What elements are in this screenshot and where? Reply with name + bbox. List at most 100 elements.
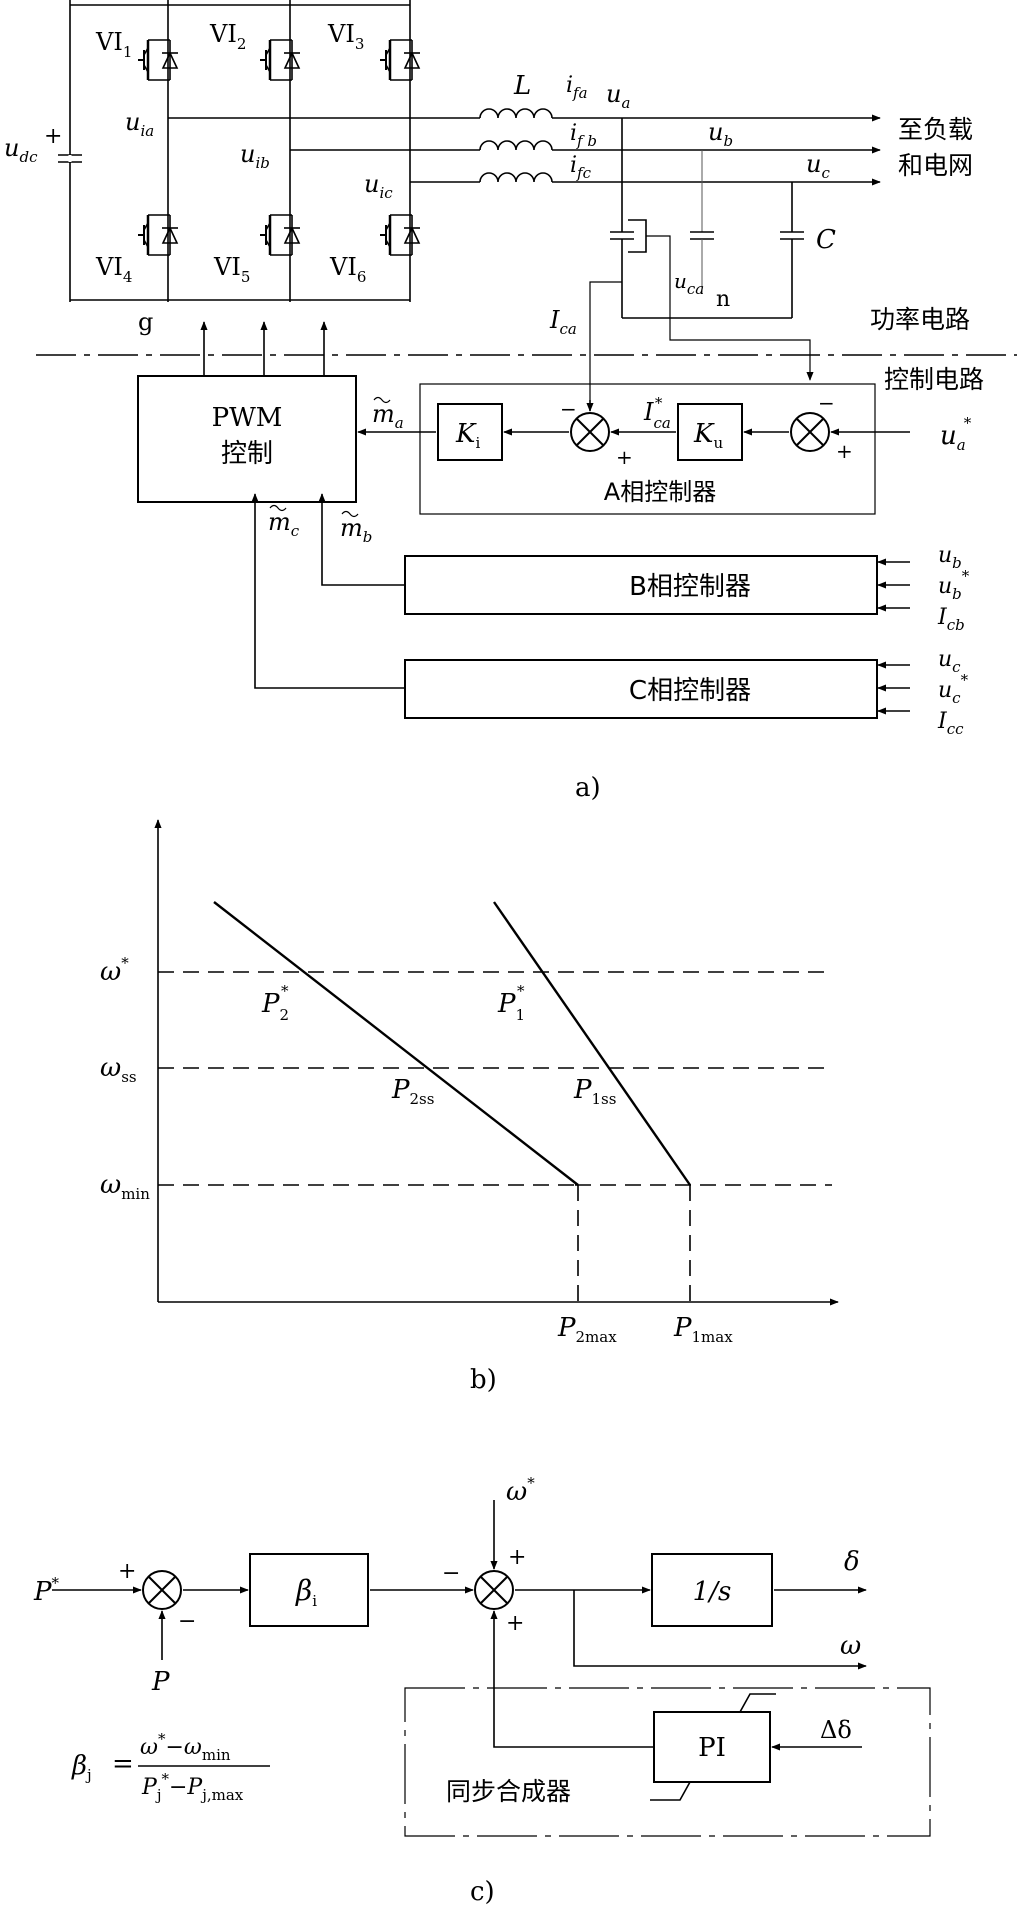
switch-vi2 xyxy=(258,38,302,82)
svg-text:ω: ω xyxy=(840,1631,861,1661)
phase-c-controller: C相控制器 mc uc uc* Icc xyxy=(251,493,969,738)
svg-text:VI1: VI1 xyxy=(95,28,132,61)
svg-text:βj: βj xyxy=(71,1751,92,1784)
switch-vi5 xyxy=(258,213,302,257)
ma-tilde xyxy=(373,396,391,404)
svg-text:uc*: uc* xyxy=(938,671,969,707)
svg-text:P*: P* xyxy=(33,1574,60,1607)
svg-text:n: n xyxy=(716,287,730,312)
svg-text:δ: δ xyxy=(844,1547,860,1577)
svg-text:−: − xyxy=(442,1561,460,1586)
svg-text:A相控制器: A相控制器 xyxy=(604,478,716,506)
droop-chart: ω* ωss ωmin P2max P1max P2* P1* P2ss P1s… xyxy=(100,819,839,1346)
svg-text:B相控制器: B相控制器 xyxy=(629,572,751,602)
load-label-1: 至负载 xyxy=(898,115,973,144)
svg-text:Ica*: Ica* xyxy=(643,394,671,432)
svg-text:+: + xyxy=(44,124,62,149)
inverter-bridge xyxy=(58,0,411,302)
control-block-diagram: P* + − P βi ω* − + + 1/s δ ω PI Δδ 同步合成器… xyxy=(33,1474,931,1837)
svg-text:Icb: Icb xyxy=(937,605,965,634)
svg-text:ua*: ua* xyxy=(940,414,972,454)
svg-text:ifc: ifc xyxy=(570,153,592,182)
svg-text:+: + xyxy=(616,445,633,469)
svg-text:Δδ: Δδ xyxy=(820,1716,852,1744)
svg-text:−: − xyxy=(818,391,835,415)
phase-wires xyxy=(168,108,881,186)
phase-a-controller: Ki Ku − + − + Ica* ua* A相控制器 xyxy=(357,383,972,515)
svg-text:ω*−ωmin: ω*−ωmin xyxy=(140,1730,231,1764)
svg-text:Pj*−Pj,max: Pj*−Pj,max xyxy=(141,1770,244,1804)
svg-text:PWM: PWM xyxy=(212,403,283,433)
ma-label: ma xyxy=(372,400,404,432)
svg-text:C相控制器: C相控制器 xyxy=(629,676,751,706)
switch-vi4 xyxy=(136,213,180,257)
label-p2-ref: P2* xyxy=(261,982,289,1024)
svg-text:P: P xyxy=(151,1667,170,1697)
y-tick-omega-ref: ω* xyxy=(100,954,129,987)
switch-vi1 xyxy=(136,38,180,82)
svg-text:Ki: Ki xyxy=(455,419,480,452)
svg-text:PI: PI xyxy=(698,1733,726,1763)
svg-text:VI5: VI5 xyxy=(213,253,250,286)
sum-frequency xyxy=(474,1570,514,1610)
svg-text:VI6: VI6 xyxy=(329,253,366,286)
svg-text:ua: ua xyxy=(606,80,630,112)
sum-voltage xyxy=(790,412,830,452)
x-tick-p1max: P1max xyxy=(673,1313,733,1346)
svg-text:βi: βi xyxy=(295,1574,317,1610)
figure-label-a: a) xyxy=(575,773,601,803)
svg-text:udc: udc xyxy=(4,134,38,166)
gate-signals xyxy=(200,321,328,376)
svg-text:ω*: ω* xyxy=(506,1474,535,1507)
svg-text:mc: mc xyxy=(268,508,300,540)
svg-text:if b: if b xyxy=(570,121,597,150)
svg-text:uia: uia xyxy=(125,108,154,140)
y-tick-omega-ss: ωss xyxy=(100,1053,137,1086)
svg-text:VI3: VI3 xyxy=(327,20,364,53)
pwm-control-block: PWM 控制 xyxy=(137,375,357,503)
svg-text:ifa: ifa xyxy=(566,73,588,102)
switch-vi3 xyxy=(378,38,422,82)
svg-text:g: g xyxy=(138,308,153,336)
svg-text:uc: uc xyxy=(806,150,830,182)
svg-text:mb: mb xyxy=(340,514,372,546)
svg-text:uib: uib xyxy=(240,140,270,172)
svg-text:uc: uc xyxy=(938,647,961,676)
svg-text:VI4: VI4 xyxy=(95,253,132,286)
svg-text:−: − xyxy=(560,397,577,421)
filter-capacitors xyxy=(589,118,814,400)
svg-text:+: + xyxy=(506,1611,524,1636)
svg-text:+: + xyxy=(836,439,853,463)
svg-text:C: C xyxy=(816,225,836,255)
phase-labels: uia uib uic L ifa if b ifc ua ub uc 至负载 … xyxy=(125,71,973,202)
droop-line-1 xyxy=(493,901,691,1186)
svg-text:Icc: Icc xyxy=(937,709,964,738)
svg-text:功率电路: 功率电路 xyxy=(870,305,970,334)
svg-text:控制: 控制 xyxy=(221,439,273,469)
label-p2ss: P2ss xyxy=(391,1075,434,1108)
switch-labels: VI1 VI2 VI3 VI4 VI5 VI6 xyxy=(95,20,366,286)
svg-text:同步合成器: 同步合成器 xyxy=(446,1777,571,1806)
svg-text:Ica: Ica xyxy=(549,306,577,338)
svg-text:uca: uca xyxy=(674,269,704,298)
x-tick-p2max: P2max xyxy=(557,1313,617,1346)
phase-b-controller: B相控制器 mb ub ub* Icb xyxy=(318,493,970,634)
svg-text:ub*: ub* xyxy=(938,567,970,603)
svg-text:VI2: VI2 xyxy=(209,20,246,53)
svg-text:+: + xyxy=(118,1559,136,1584)
svg-text:ub: ub xyxy=(708,118,733,150)
figure-label-c: c) xyxy=(470,1877,495,1907)
label-p1ss: P1ss xyxy=(573,1075,616,1108)
droop-line-2 xyxy=(213,901,579,1186)
figure-label-b: b) xyxy=(470,1365,497,1395)
switch-vi6 xyxy=(378,213,422,257)
power-control-boundary: 功率电路 控制电路 xyxy=(36,305,1017,394)
svg-text:L: L xyxy=(513,71,531,101)
svg-text:ub: ub xyxy=(938,543,962,572)
svg-text:−: − xyxy=(178,1609,196,1634)
load-label-2: 和电网 xyxy=(898,151,973,180)
y-tick-omega-min: ωmin xyxy=(100,1170,150,1203)
svg-text:=: = xyxy=(112,1749,134,1779)
